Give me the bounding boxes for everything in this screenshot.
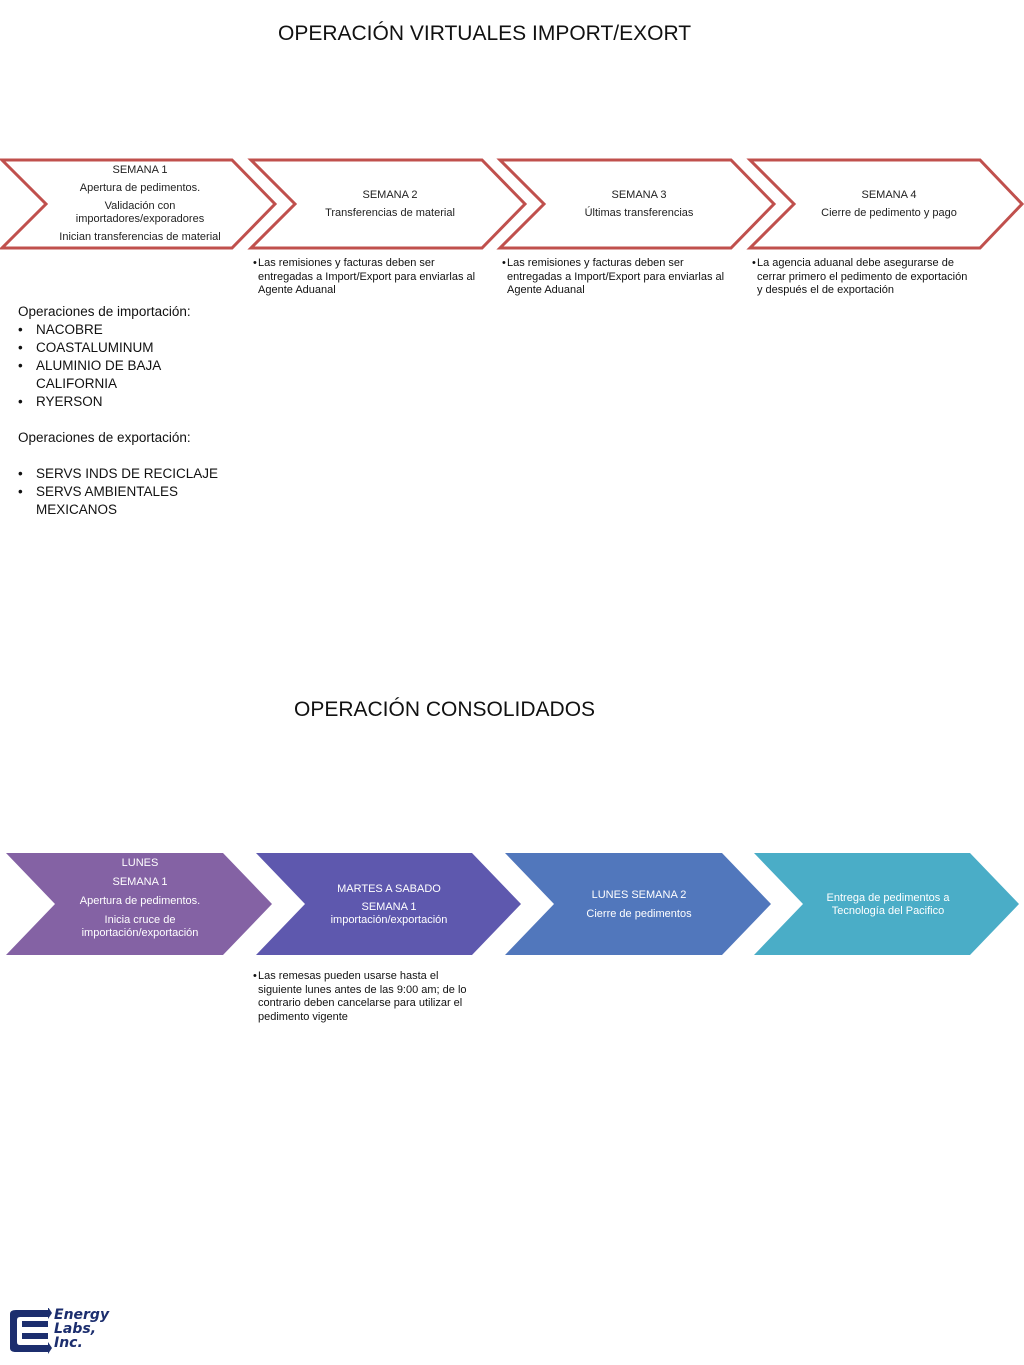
consolidated-step-2-line-2: SEMANA 1 importación/exportación xyxy=(330,901,448,926)
note-text: Las remesas pueden usarse hasta el sigui… xyxy=(258,970,467,1023)
virtual-chevron-2 xyxy=(247,158,528,250)
consolidated-step-4-line-1: Entrega de pedimentos a Tecnología del P… xyxy=(826,892,950,917)
import-item: ALUMINIO DE BAJA CALIFORNIA xyxy=(18,357,171,393)
consolidated-chevron-1 xyxy=(6,853,272,955)
operations-list: Operaciones de importación: NACOBRE COAS… xyxy=(18,303,228,519)
consolidated-operations-title: OPERACIÓN CONSOLIDADOS xyxy=(294,698,596,721)
export-list: SERVS INDS DE RECICLAJE SERVS AMBIENTALE… xyxy=(18,465,228,519)
virtual-step-2-line-2: Transferencias de material xyxy=(325,206,455,219)
note-bullet: • xyxy=(253,257,257,269)
export-heading: Operaciones de exportación: xyxy=(18,430,191,445)
virtual-note-4: • La agencia aduanal debe asegurarse de … xyxy=(752,257,972,298)
export-item: SERVS AMBIENTALES MEXICANOS xyxy=(18,483,181,519)
consolidated-step-3-line-2: Cierre de pedimentos xyxy=(586,908,692,920)
consolidated-process-arrows xyxy=(6,853,1019,955)
consolidated-step-3: LUNES SEMANA 2 Cierre de pedimentos xyxy=(553,850,725,960)
note-bullet: • xyxy=(502,257,506,269)
virtual-step-3: SEMANA 3 Últimas transferencias xyxy=(539,160,739,248)
consolidated-step-1: LUNES SEMANA 1 Apertura de pedimentos. I… xyxy=(54,850,226,946)
consolidated-step-2: MARTES A SABADO SEMANA 1 importación/exp… xyxy=(303,850,475,960)
consolidated-step-1-line-4: Inicia cruce de importación/exportación xyxy=(81,913,199,939)
energy-labs-logo: Energy Labs, Inc. xyxy=(8,1306,114,1356)
virtual-step-2: SEMANA 2 Transferencias de material xyxy=(290,160,490,248)
consolidated-step-3-line-1: LUNES SEMANA 2 xyxy=(591,889,687,901)
virtual-step-1-line-4: Inician transferencias de material xyxy=(59,231,221,243)
virtual-step-1: SEMANA 1 Apertura de pedimentos. Validac… xyxy=(40,160,240,248)
consolidated-step-1-line-2: SEMANA 1 xyxy=(112,875,168,888)
virtual-step-1-line-2: Apertura de pedimentos. xyxy=(79,182,201,194)
virtual-step-4: SEMANA 4 Cierre de pedimento y pago xyxy=(789,160,989,248)
virtual-step-3-line-2: Últimas transferencias xyxy=(584,206,694,219)
import-list: NACOBRE COASTALUMINUM ALUMINIO DE BAJA C… xyxy=(18,321,228,411)
import-heading: Operaciones de importación: xyxy=(18,304,191,319)
virtual-note-3: • Las remisiones y facturas deben ser en… xyxy=(502,257,729,298)
virtual-chevron-1 xyxy=(0,158,278,250)
export-item: SERVS INDS DE RECICLAJE xyxy=(18,465,228,483)
virtual-note-2: • Las remisiones y facturas deben ser en… xyxy=(253,257,480,298)
virtual-step-2-line-1: SEMANA 2 xyxy=(362,188,418,201)
import-item: RYERSON xyxy=(18,393,228,411)
virtual-process-arrows xyxy=(0,158,1024,250)
virtual-step-4-line-2: Cierre de pedimento y pago xyxy=(821,206,957,219)
note-text: La agencia aduanal debe asegurarse de ce… xyxy=(757,257,968,296)
note-bullet: • xyxy=(752,257,756,269)
logo-text-line-1: Energy xyxy=(54,1307,110,1323)
note-text: Las remisiones y facturas deben ser entr… xyxy=(258,257,476,296)
consolidated-step-1-line-3: Apertura de pedimentos. xyxy=(79,894,201,907)
consolidated-chevron-4 xyxy=(754,853,1019,955)
logo-text-line-2: Labs, xyxy=(54,1321,97,1337)
virtual-step-1-line-1: SEMANA 1 xyxy=(112,164,168,176)
note-bullet: • xyxy=(253,970,257,982)
logo-text-line-3: Inc. xyxy=(54,1335,83,1351)
import-item: NACOBRE xyxy=(18,321,228,339)
consolidated-step-1-line-1: LUNES xyxy=(121,856,159,869)
virtual-step-3-line-1: SEMANA 3 xyxy=(611,188,667,201)
consolidated-note: • Las remesas pueden usarse hasta el sig… xyxy=(253,970,472,1024)
logo-text: Energy Labs, Inc. xyxy=(54,1308,109,1350)
logo-arrows-icon xyxy=(10,1308,52,1354)
virtual-chevron-3 xyxy=(496,158,777,250)
virtual-step-1-line-3: Validación con importadores/exporadores xyxy=(75,200,205,225)
virtual-operations-title: OPERACIÓN VIRTUALES IMPORT/EXORT xyxy=(278,22,692,45)
virtual-step-4-line-1: SEMANA 4 xyxy=(861,188,917,201)
consolidated-chevron-3 xyxy=(505,853,771,955)
consolidated-step-2-line-1: MARTES A SABADO xyxy=(337,883,441,895)
virtual-chevron-4 xyxy=(746,158,1024,250)
import-item: COASTALUMINUM xyxy=(18,339,228,357)
consolidated-step-4: Entrega de pedimentos a Tecnología del P… xyxy=(802,850,974,960)
note-text: Las remisiones y facturas deben ser entr… xyxy=(507,257,725,296)
consolidated-chevron-2 xyxy=(256,853,521,955)
